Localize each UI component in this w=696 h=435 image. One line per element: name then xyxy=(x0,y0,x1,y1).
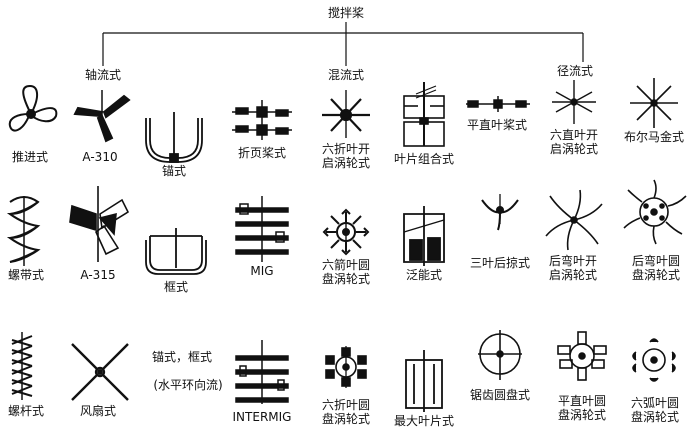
a310-icon xyxy=(73,90,131,143)
label-a315: A-315 xyxy=(80,268,116,282)
label-six-pitched-disc-turbine: 六折叶圆盘涡轮式 xyxy=(321,398,370,426)
pfaudler-icon xyxy=(403,206,445,266)
label-anchor-frame-note-2: (水平环向流) xyxy=(153,378,223,392)
six-pitched-disc-turbine-icon xyxy=(325,346,367,388)
label-fan: 风扇式 xyxy=(79,404,117,418)
brumagin-icon xyxy=(630,78,678,128)
label-six-arc-disc-turbine: 六弧叶圆盘涡轮式 xyxy=(630,396,679,424)
anchor-icon xyxy=(145,112,203,163)
three-blade-retreat-icon xyxy=(481,194,519,231)
group-label-mixed: 混流式 xyxy=(327,68,365,82)
label-ribbon: 螺带式 xyxy=(7,268,45,282)
diagram-title: 搅拌桨 xyxy=(327,6,365,20)
flat-straight-disc-turbine-icon xyxy=(557,331,607,381)
label-flat-straight-disc-turbine: 平直叶圆盘涡轮式 xyxy=(557,394,606,422)
label-intermig: INTERMIG xyxy=(232,410,292,424)
label-anchor-frame-note-1: 锚式，框式 xyxy=(151,350,213,364)
label-brumagin: 布尔马金式 xyxy=(623,130,685,144)
intermig-icon xyxy=(235,340,289,404)
label-anchor: 锚式 xyxy=(161,164,187,178)
screw-icon xyxy=(11,332,33,400)
group-label-radial: 径流式 xyxy=(556,64,594,78)
label-flat-straight-paddle: 平直叶桨式 xyxy=(466,118,528,132)
mig-icon xyxy=(235,196,289,262)
backcurved-disc-turbine-icon xyxy=(623,179,687,245)
label-pfaudler: 泛能式 xyxy=(405,268,443,282)
label-backcurved-disc-turbine: 后弯叶圆盘涡轮式 xyxy=(631,254,680,282)
frame-icon xyxy=(145,228,207,275)
sawtooth-disc-icon xyxy=(478,330,522,380)
label-backcurved-open-turbine: 后弯叶开启涡轮式 xyxy=(548,254,597,282)
label-a310: A-310 xyxy=(82,150,118,164)
max-blade-icon xyxy=(405,350,443,412)
label-three-blade-retreat: 三叶后掠式 xyxy=(469,256,531,270)
label-sawtooth-disc: 锯齿圆盘式 xyxy=(469,388,531,402)
six-arc-disc-turbine-icon xyxy=(632,338,676,382)
backcurved-open-turbine-icon xyxy=(545,189,603,251)
blade-combination-icon xyxy=(403,82,445,147)
label-screw: 螺杆式 xyxy=(7,404,45,418)
label-folded-paddle: 折页桨式 xyxy=(237,146,287,160)
fan-icon xyxy=(71,343,129,401)
label-max-blade: 最大叶片式 xyxy=(393,414,455,428)
label-six-pitched-open-turbine: 六折叶开启涡轮式 xyxy=(321,142,370,170)
label-six-arrow-disc-turbine: 六箭叶圆盘涡轮式 xyxy=(321,258,370,286)
six-arrow-disc-turbine-icon xyxy=(322,208,370,256)
group-label-axial: 轴流式 xyxy=(84,68,122,82)
six-straight-open-turbine-icon xyxy=(552,80,596,124)
ribbon-icon xyxy=(6,196,41,266)
label-mig: MIG xyxy=(250,264,274,278)
label-propeller: 推进式 xyxy=(11,150,49,164)
six-pitched-open-turbine-icon xyxy=(322,90,370,138)
folded-paddle-icon xyxy=(232,100,292,140)
label-frame: 框式 xyxy=(163,280,189,294)
propeller-icon xyxy=(8,84,58,132)
label-six-straight-open-turbine: 六直叶开启涡轮式 xyxy=(549,128,598,156)
a315-icon xyxy=(69,186,130,262)
flat-straight-paddle-icon xyxy=(466,96,530,112)
label-blade-combination: 叶片组合式 xyxy=(393,152,455,166)
